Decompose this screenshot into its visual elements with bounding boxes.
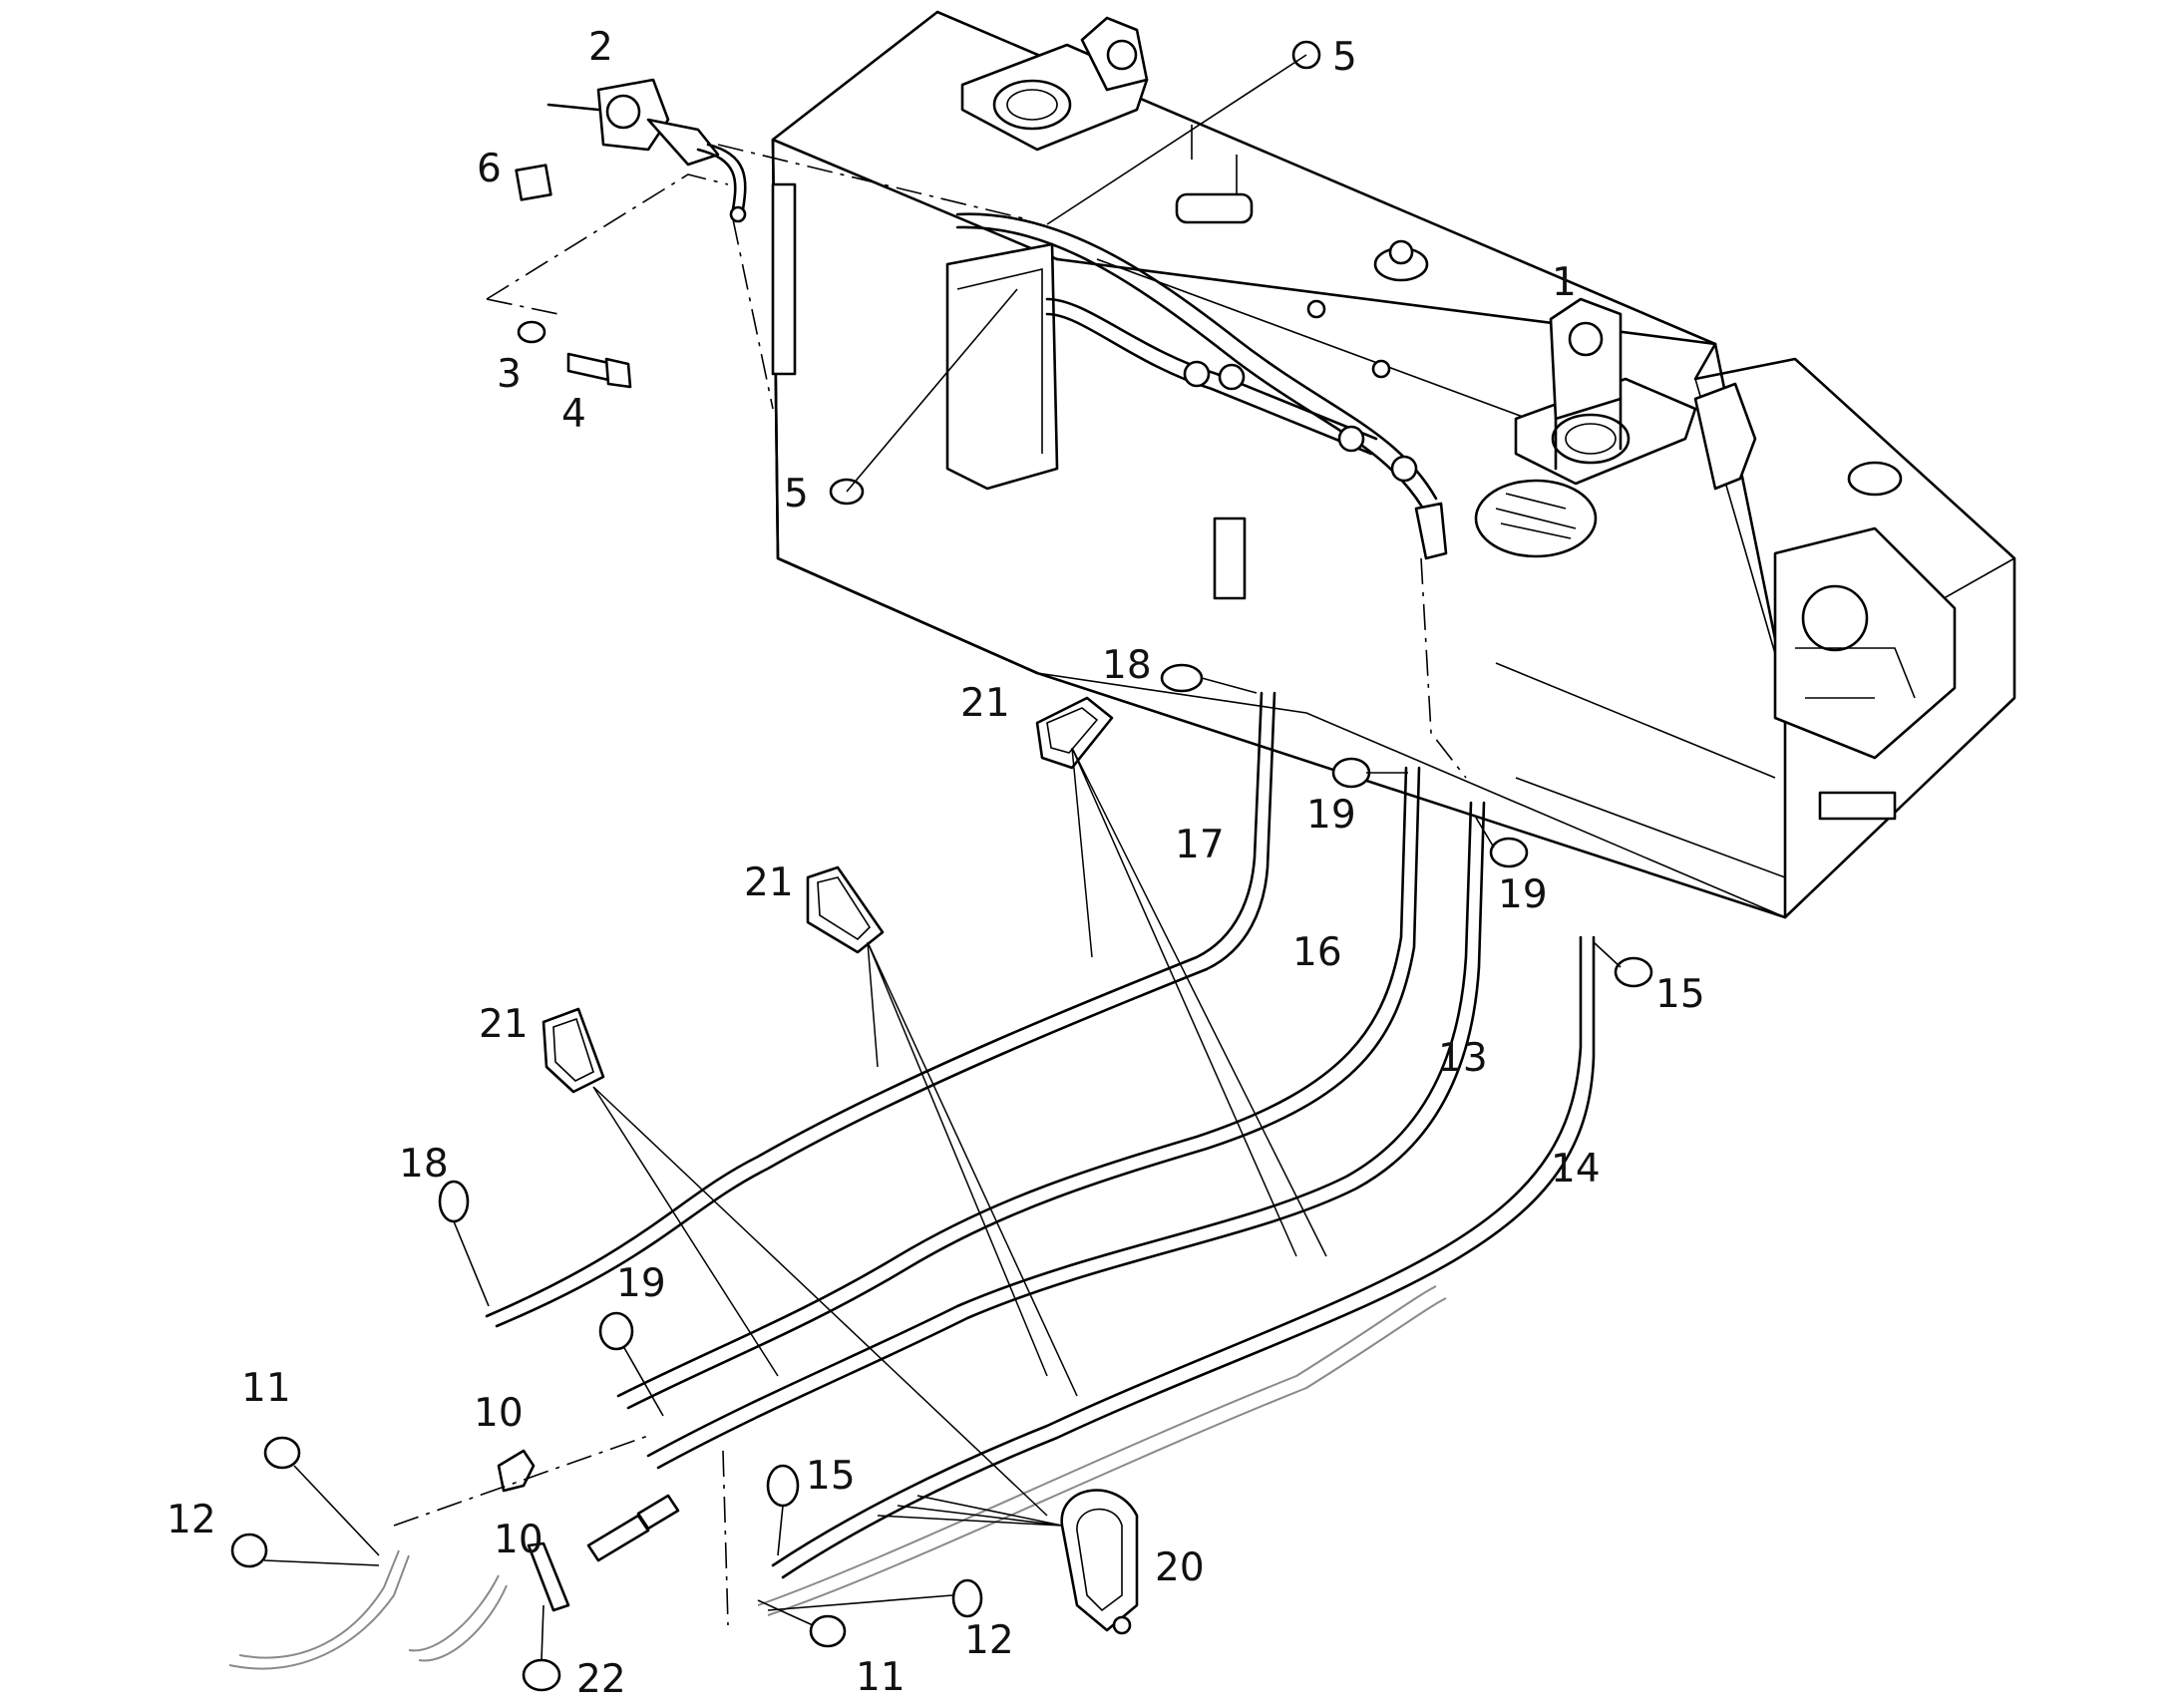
callout-19-right-a: 19 (1306, 793, 1356, 838)
clamp-20 (877, 1489, 1139, 1635)
callout-12-left: 12 (167, 1498, 216, 1542)
washer-part (517, 320, 546, 344)
clamp-5-lower (829, 288, 1018, 506)
clamp-15-left (766, 1464, 800, 1556)
callout-6: 6 (477, 147, 502, 191)
clamp-11-left (263, 1436, 380, 1556)
callout-21-upper: 21 (960, 681, 1010, 726)
bolt-part (566, 352, 632, 389)
clamp-18-lower (438, 1180, 490, 1307)
clamp-19-right-b (1475, 817, 1529, 868)
grommet-21-c (542, 1007, 605, 1094)
clamp-11-bottom (757, 1599, 847, 1648)
callout-11-bottom: 11 (856, 1655, 906, 1700)
callout-5-upper: 5 (1332, 35, 1357, 80)
callout-20: 20 (1155, 1545, 1205, 1590)
clamp-12-left (230, 1533, 380, 1568)
callout-18-upper: 18 (1102, 643, 1152, 688)
callout-2: 2 (588, 25, 613, 70)
callout-11-left: 11 (241, 1366, 291, 1411)
callout-19-right-b: 19 (1498, 872, 1548, 917)
callout-14: 14 (1551, 1147, 1601, 1192)
callout-labels: 1 2 3 4 5 5 6 10 10 11 11 12 12 13 14 15… (167, 25, 1705, 1702)
valve-assembly (546, 78, 1028, 223)
callout-5-lower: 5 (784, 472, 809, 516)
grommet-21-b (806, 865, 885, 954)
callout-18-lower: 18 (399, 1142, 449, 1187)
callout-16: 16 (1292, 930, 1342, 975)
callout-12-bottom: 12 (964, 1618, 1014, 1663)
callout-10-upper: 10 (474, 1391, 524, 1436)
callout-10-lower: 10 (494, 1518, 544, 1562)
callout-15-right: 15 (1655, 972, 1705, 1017)
callout-4: 4 (561, 392, 586, 437)
callout-17: 17 (1175, 823, 1225, 867)
label-part (515, 164, 552, 201)
clamp-19-left (598, 1311, 664, 1417)
callout-21-lower: 21 (479, 1002, 529, 1047)
clamp-12-bottom (767, 1578, 983, 1618)
hose-routing-on-frame (955, 212, 1448, 560)
callout-13: 13 (1438, 1036, 1488, 1081)
clamp-5-upper (1046, 40, 1321, 225)
callout-21-middle: 21 (744, 860, 794, 905)
clamp-15-right (1593, 941, 1653, 988)
callout-1: 1 (1552, 260, 1577, 305)
callout-19-left: 19 (616, 1261, 666, 1306)
clamp-18-upper (1160, 663, 1258, 694)
clamp-19-right-a (1331, 757, 1408, 789)
callout-3: 3 (497, 352, 522, 397)
grommet-21-a (1035, 696, 1114, 770)
callout-22: 22 (576, 1657, 626, 1702)
clamp-22 (522, 1604, 561, 1692)
callout-15-left: 15 (806, 1454, 856, 1499)
